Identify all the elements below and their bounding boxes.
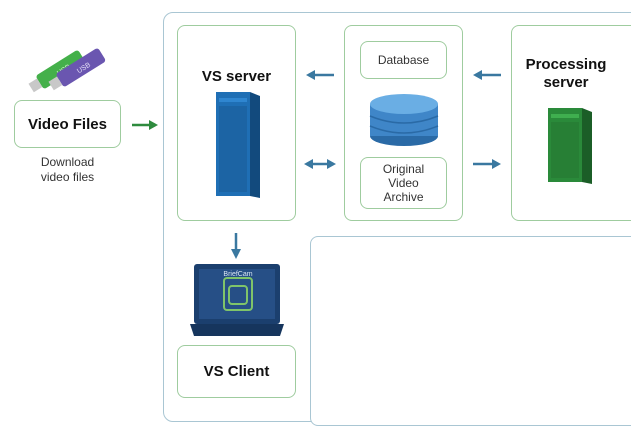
vs-client-box: VS Client (177, 345, 296, 398)
monitor-icon: BriefCam (190, 264, 284, 336)
vs-client-label: VS Client (203, 363, 270, 380)
video-files-box: Video Files (14, 100, 121, 148)
database-cylinder-icon (369, 94, 439, 146)
download-caption-line2: video files (40, 170, 95, 184)
processing-server-label: Processing server (512, 56, 620, 92)
database-box: Database (360, 41, 447, 79)
download-caption: Download video files (20, 155, 115, 185)
database-label: Database (377, 53, 430, 67)
processing-server-label-line2: server (543, 74, 589, 91)
screen-brand-text: BriefCam (223, 271, 252, 278)
arrow-storage-to-processing (473, 159, 501, 169)
arrow-vs-server-storage-bidirectional (304, 159, 336, 169)
server-tower-blue-icon (216, 92, 260, 198)
archive-label-line3: Archive (383, 190, 424, 204)
inner-frame (310, 236, 631, 426)
vs-server-box: VS server (177, 25, 296, 221)
usb-drives-icon: USB USB (20, 30, 115, 95)
arrow-storage-to-vs-server (306, 70, 334, 80)
video-files-label: Video Files (28, 115, 107, 133)
archive-label: Original Video Archive (383, 162, 424, 204)
vs-server-label: VS server (201, 68, 272, 85)
archive-box: Original Video Archive (360, 157, 447, 209)
green-arrow-right (132, 120, 158, 130)
archive-label-line1: Original (382, 162, 425, 176)
processing-server-box: Processing server (511, 25, 631, 221)
server-tower-green-icon (548, 108, 592, 184)
arrow-vs-server-to-client (231, 233, 241, 259)
processing-server-label-line1: Processing (525, 56, 607, 73)
download-caption-line1: Download (40, 155, 95, 169)
arrow-processing-to-storage (473, 70, 501, 80)
archive-label-line2: Video (388, 176, 419, 190)
